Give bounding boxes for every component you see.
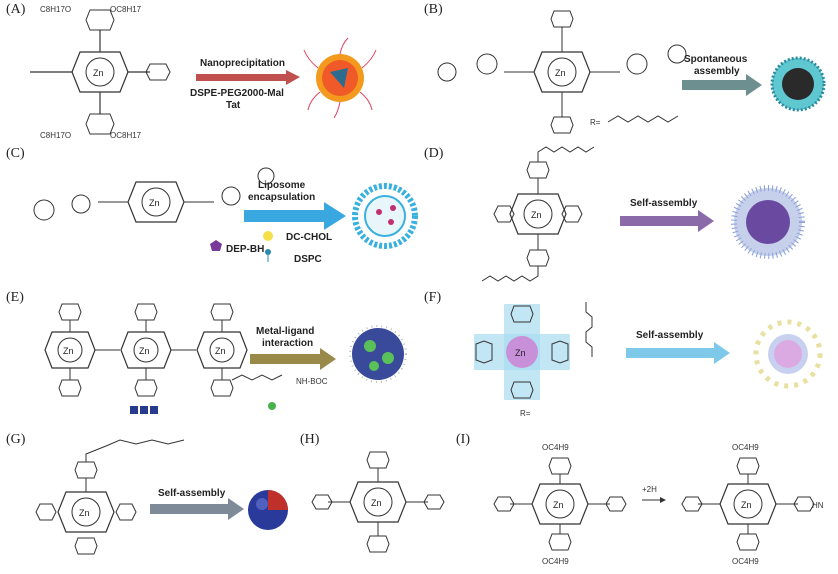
panel-b-diagram: Zn R= Spontaneous assembly: [437, 10, 826, 134]
metal-label-e-2: Zn: [139, 346, 150, 356]
panel-label-f: (F): [424, 290, 442, 305]
panel-c-diagram: Zn Liposome encapsulation DEP-BH DC-CHOL…: [33, 167, 418, 265]
arrow-c: [244, 202, 346, 230]
dep-bh-icon: [210, 240, 222, 251]
green-ball-icon: [268, 402, 276, 410]
metal-label-i-1: Zn: [553, 500, 564, 510]
porphyrin-i-2: Zn: [681, 457, 815, 551]
arrow-f-text-1: Self-assembly: [636, 330, 704, 341]
substituent-a-1: C8H17O: [40, 5, 71, 14]
substituent-a-4: OC8H17: [110, 131, 142, 140]
arrow-b-text-1: Spontaneous: [684, 54, 748, 65]
side-text-i: HN: [812, 501, 824, 510]
metal-label-h: Zn: [371, 498, 382, 508]
arrow-b: [682, 74, 762, 96]
legend-c-3: DSPC: [294, 254, 322, 265]
arrow-d-text-1: Self-assembly: [630, 198, 698, 209]
substituent-a-2: OC8H17: [110, 5, 142, 14]
panel-label-b: (B): [424, 2, 443, 17]
metal-label-a: Zn: [93, 68, 104, 78]
arrow-a-text-2: DSPE-PEG2000-Mal: [190, 88, 284, 99]
arrow-g: [150, 498, 244, 520]
arrow-a-text-3: Tat: [226, 100, 241, 111]
arrow-e-text-2: interaction: [262, 338, 313, 349]
panel-e-diagram: Zn Zn Zn Metal-ligand interaction NH-BOC: [44, 303, 407, 414]
arrow-i: [642, 497, 666, 503]
panel-label-e: (E): [6, 290, 24, 305]
arrow-c-text-1: Liposome: [258, 180, 306, 191]
legend-c-2: DC-CHOL: [286, 232, 332, 243]
porphyrin-e-2: Zn: [120, 303, 196, 397]
r-label-b: R=: [590, 118, 601, 127]
nanoparticle-a: [303, 37, 377, 119]
metal-label-d: Zn: [531, 210, 542, 220]
legend-c-1: DEP-BH: [226, 244, 264, 255]
panel-label-d: (D): [424, 146, 444, 161]
substituent-i-1: OC4H9: [542, 443, 569, 452]
r-label-f: R=: [520, 409, 531, 418]
panel-f-diagram: Zn R= Self-assembly: [474, 302, 823, 418]
nanoparticle-e: [349, 325, 407, 383]
substituent-i-3: OC4H9: [732, 443, 759, 452]
arrow-d: [620, 210, 714, 232]
metal-label-b: Zn: [555, 68, 566, 78]
porphyrin-d: Zn: [481, 146, 595, 282]
metal-label-g: Zn: [79, 508, 90, 518]
metal-label-i-2: Zn: [741, 500, 752, 510]
panel-a-diagram: Zn C8H17O OC8H17 C8H17O OC8H17 Nanopreci…: [30, 5, 377, 140]
arrow-a-text-1: Nanoprecipitation: [200, 58, 285, 69]
porphyrin-i-1: Zn: [493, 457, 627, 551]
arrow-b-text-2: assembly: [694, 66, 740, 77]
arrow-f: [626, 342, 730, 364]
substituent-a-3: C8H17O: [40, 131, 71, 140]
liposome-c: [352, 183, 418, 249]
arrow-i-text-1: +2H: [642, 485, 657, 494]
arrow-g-text-1: Self-assembly: [158, 488, 226, 499]
panel-label-i: (I): [456, 432, 470, 447]
panel-label-a: (A): [6, 2, 26, 17]
arrow-c-text-2: encapsulation: [248, 192, 315, 203]
micelle-b: [770, 56, 826, 112]
panel-label-h: (H): [300, 432, 320, 447]
blue-squares-icon: [130, 406, 158, 414]
arrow-e: [250, 348, 336, 370]
metal-label-f: Zn: [515, 348, 526, 358]
panel-i-diagram: Zn OC4H9 OC4H9 OC4H9 OC4H9 +2H Zn HN: [493, 443, 824, 566]
metal-label-e-1: Zn: [63, 346, 74, 356]
metal-label-c: Zn: [149, 198, 160, 208]
substituent-i-4: OC4H9: [732, 557, 759, 566]
nanoparticle-d: [731, 185, 805, 259]
arrow-e-text-1: Metal-ligand: [256, 326, 314, 337]
porphyrin-f: Zn: [474, 304, 570, 400]
panel-label-c: (C): [6, 146, 25, 161]
panel-d-diagram: Zn Self-assembly: [481, 146, 805, 282]
arrow-a: [196, 70, 300, 85]
porphyrin-e-3: Zn: [196, 303, 248, 397]
porphyrin-c: Zn: [33, 167, 275, 223]
porphyrin-g: Zn: [35, 439, 185, 555]
nanoparticle-f: [753, 319, 823, 389]
side-text-e: NH-BOC: [296, 377, 328, 386]
dc-chol-icon: [263, 231, 273, 241]
panel-g-diagram: Zn Self-assembly: [35, 439, 288, 555]
panel-label-g: (G): [6, 432, 26, 447]
porphyrin-e-1: Zn: [44, 303, 120, 397]
porphyrin-a: Zn: [30, 9, 171, 135]
porphyrin-h: Zn: [311, 451, 445, 553]
substituent-i-2: OC4H9: [542, 557, 569, 566]
dspc-icon: [265, 249, 271, 255]
nanoparticle-g: [248, 490, 288, 530]
porphyrin-b: Zn: [437, 10, 687, 134]
metal-label-e-3: Zn: [215, 346, 226, 356]
panel-h-diagram: Zn: [311, 451, 445, 553]
